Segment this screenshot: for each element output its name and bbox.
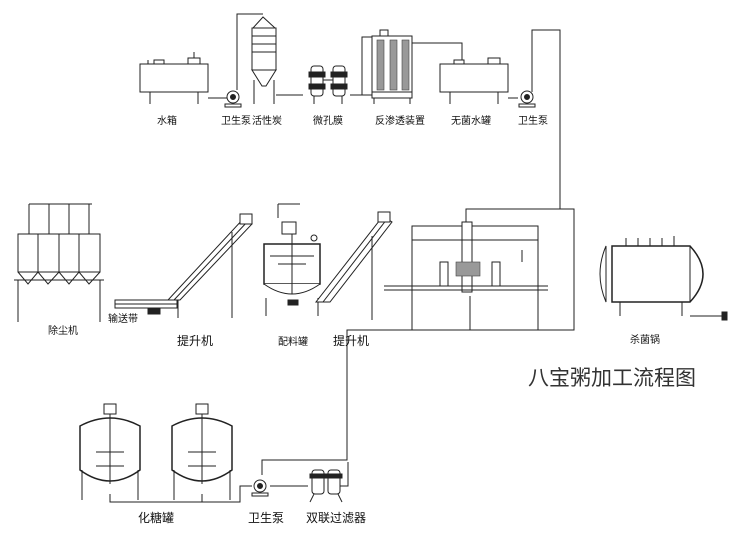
batching-tank <box>263 221 321 316</box>
microporous-membrane-filter <box>308 65 348 104</box>
label-sugar-tank: 化糖罐 <box>138 510 174 525</box>
label-reverse-osmosis: 反渗透装置 <box>375 114 425 127</box>
activated-carbon-filter <box>251 16 277 104</box>
sterilizer <box>599 236 728 321</box>
elevator-2 <box>314 211 393 320</box>
sugar-tank-1 <box>79 403 141 500</box>
diagram-title: 八宝粥加工流程图 <box>528 366 696 390</box>
label-sanitary-pump-2: 卫生泵 <box>518 114 548 127</box>
label-elevator-1: 提升机 <box>177 333 213 348</box>
dust-remover <box>14 233 104 322</box>
label-activated-carbon: 活性炭 <box>252 114 282 127</box>
label-sanitary-pump-3: 卫生泵 <box>248 511 284 525</box>
label-water-tank: 水箱 <box>157 114 177 127</box>
label-sanitary-pump-1: 卫生泵 <box>221 114 251 127</box>
water-tank <box>139 57 209 104</box>
label-microporous-membrane: 微孔膜 <box>313 114 343 127</box>
sterile-water-tank <box>439 57 509 104</box>
label-elevator-2: 提升机 <box>333 333 369 348</box>
label-sterile-water-tank: 无菌水罐 <box>451 114 491 127</box>
label-sterilizer: 杀菌锅 <box>630 333 660 346</box>
elevator-1 <box>166 213 253 318</box>
duplex-filter <box>309 469 343 503</box>
label-duplex-filter: 双联过滤器 <box>306 511 366 525</box>
label-dust-remover: 除尘机 <box>48 324 78 337</box>
label-conveyor-belt: 输送带 <box>108 312 138 325</box>
label-batching-tank: 配料罐 <box>278 335 308 348</box>
pipe-row3 <box>109 462 349 503</box>
sanitary-pump-1 <box>224 90 242 108</box>
sanitary-pump-2 <box>518 90 536 108</box>
pipe-row2 <box>28 203 575 475</box>
reverse-osmosis-unit <box>371 29 413 104</box>
sugar-tank-2 <box>171 403 233 500</box>
conveyor-belt <box>114 299 178 315</box>
sanitary-pump-3 <box>251 479 269 497</box>
filling-machine <box>384 221 548 331</box>
